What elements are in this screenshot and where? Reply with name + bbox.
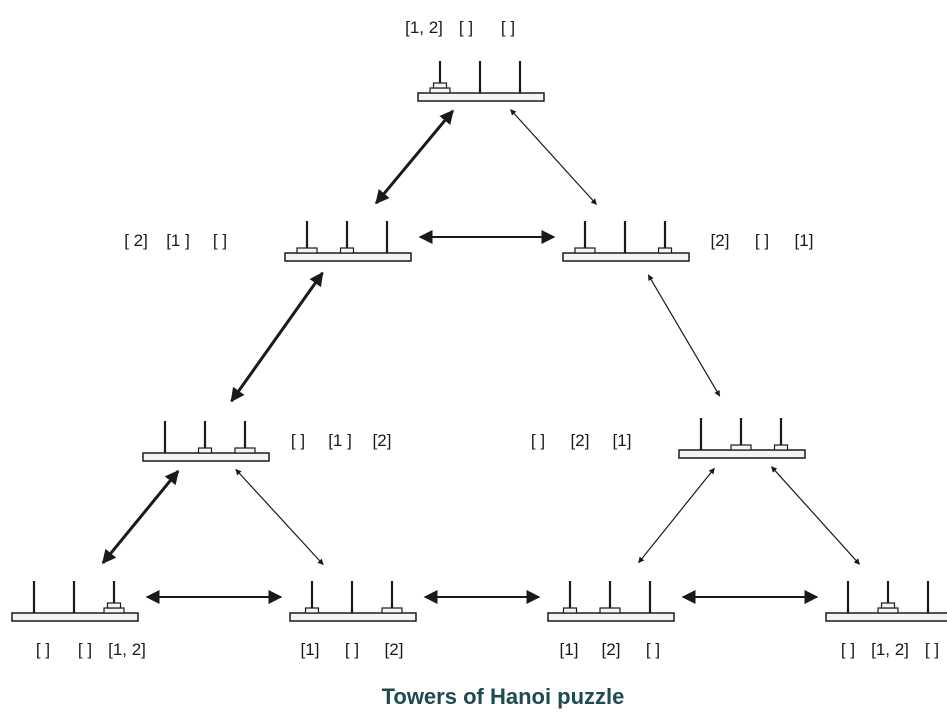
edge-s2-s4 — [647, 274, 721, 397]
peg-label: [ 2] — [124, 231, 148, 250]
state-s1: [ 2] [1 ] [ ] — [124, 221, 412, 262]
disk-1 — [197, 447, 213, 454]
state-s2: [2] [ ] [1] — [562, 221, 814, 262]
edge-s4-s8 — [771, 466, 860, 565]
peg-label: [ ] — [501, 18, 515, 37]
board-base — [417, 92, 545, 102]
board-base — [678, 449, 806, 459]
disk-2 — [574, 247, 596, 254]
state-label: [ ] [1, 2] [ ] — [841, 640, 939, 659]
state-s0: [1, 2] [ ] [ ] — [405, 18, 545, 102]
peg-label: [ ] — [291, 431, 305, 450]
peg-label: [ ] — [213, 231, 227, 250]
disk-1 — [339, 247, 355, 254]
board-base — [562, 252, 690, 262]
peg-label: [ ] — [925, 640, 939, 659]
disk-1 — [880, 602, 896, 609]
board-base — [289, 612, 417, 622]
edge-s3-s5 — [101, 469, 180, 565]
peg-label: [1] — [795, 231, 814, 250]
state-s7: [1] [2] [ ] — [547, 581, 675, 659]
disk-1 — [562, 607, 578, 614]
disk-1 — [304, 607, 320, 614]
disk-2 — [234, 447, 256, 454]
disk-1 — [106, 602, 122, 609]
board-base — [11, 612, 139, 622]
board-base — [825, 612, 947, 622]
peg-label: [2] — [571, 431, 590, 450]
state-label: [ ] [2] [1] — [531, 431, 632, 450]
state-s8: [ ] [1, 2] [ ] — [825, 581, 947, 659]
state-label: [1] [ ] [2] — [301, 640, 404, 659]
board-base — [547, 612, 675, 622]
state-label: [ ] [ ] [1, 2] — [36, 640, 146, 659]
disk-2 — [877, 607, 899, 614]
peg-label: [2] — [602, 640, 621, 659]
peg-label: [ ] — [531, 431, 545, 450]
board-base — [142, 452, 270, 462]
edge-s0-s1 — [374, 109, 455, 205]
transition-edges — [101, 109, 860, 604]
peg-label: [1] — [560, 640, 579, 659]
edge-s4-s7 — [638, 467, 715, 564]
peg-label: [ ] — [36, 640, 50, 659]
peg-label: [1 ] — [328, 431, 352, 450]
disk-1 — [432, 82, 448, 89]
disk-1 — [773, 444, 789, 451]
peg-label: [ ] — [459, 18, 473, 37]
peg-label: [ ] — [345, 640, 359, 659]
peg-label: [ ] — [78, 640, 92, 659]
puzzle-states: [1, 2][ ][ ][ 2][1 ][ ][2][ ][1][ ][1 ][… — [11, 18, 947, 659]
state-s6: [1] [ ] [2] — [289, 581, 417, 659]
peg-label: [2] — [711, 231, 730, 250]
peg-label: [1, 2] — [405, 18, 443, 37]
peg-label: [ ] — [755, 231, 769, 250]
disk-2 — [730, 444, 752, 451]
peg-label: [2] — [385, 640, 404, 659]
peg-label: [2] — [373, 431, 392, 450]
peg-label: [1] — [301, 640, 320, 659]
edge-s1-s3 — [230, 271, 324, 403]
peg-label: [1, 2] — [871, 640, 909, 659]
disk-2 — [103, 607, 125, 614]
state-label: [2] [ ] [1] — [711, 231, 814, 250]
diagram-caption: Towers of Hanoi puzzle — [382, 684, 625, 709]
peg-label: [ ] — [841, 640, 855, 659]
peg-label: [1, 2] — [108, 640, 146, 659]
state-s3: [ ] [1 ] [2] — [142, 421, 392, 462]
state-s4: [ ] [2] [1] — [531, 418, 806, 459]
peg-label: [1 ] — [166, 231, 190, 250]
edge-s0-s2 — [510, 109, 597, 205]
edge-s3-s6 — [235, 468, 324, 566]
peg-label: [ ] — [646, 640, 660, 659]
disk-2 — [381, 607, 403, 614]
peg-label: [1] — [613, 431, 632, 450]
state-s5: [ ] [ ] [1, 2] — [11, 581, 146, 659]
state-label: [ 2] [1 ] [ ] — [124, 231, 227, 250]
state-label: [1, 2] [ ] [ ] — [405, 18, 515, 37]
disk-2 — [429, 87, 451, 94]
disk-2 — [296, 247, 318, 254]
board-base — [284, 252, 412, 262]
disk-2 — [599, 607, 621, 614]
disk-1 — [657, 247, 673, 254]
state-label: [1] [2] [ ] — [560, 640, 661, 659]
state-label: [ ] [1 ] [2] — [291, 431, 392, 450]
